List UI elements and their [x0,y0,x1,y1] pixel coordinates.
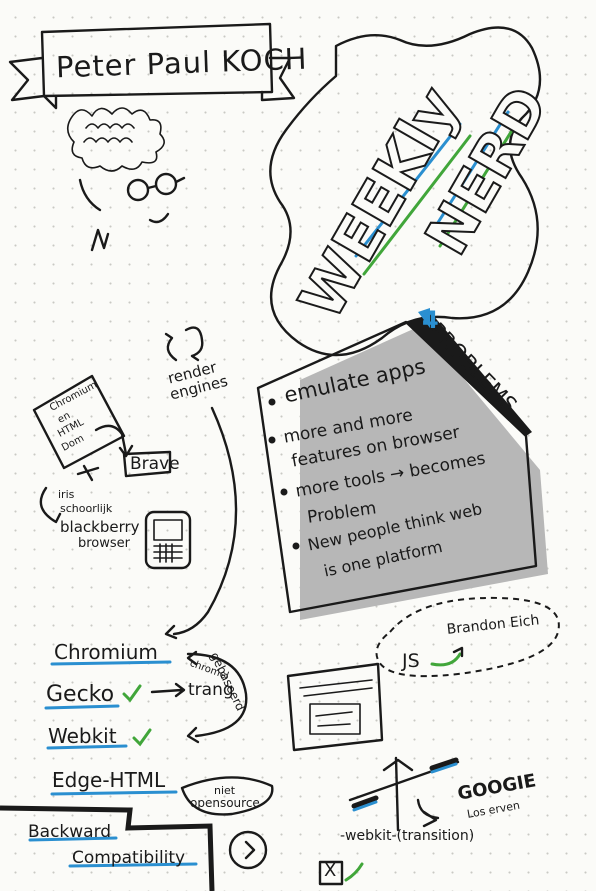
not-opensource-note: niet [214,784,236,797]
monitor-sketch [32,374,172,482]
iris-note: iris [58,488,75,501]
scale-sketch [348,756,460,832]
webkit-transition-label: -webkit-(transition) [340,828,475,844]
problems-card-graphic [256,308,548,620]
engine-name: Chromium [54,640,158,664]
weekly-nerd-blob [269,26,542,357]
engine-name: Gecko [46,682,115,707]
checkbox-sketch [318,860,364,886]
trang-label: trang [188,680,234,700]
backward-compatibility-frame [0,805,268,891]
blackberry-label: browser [78,536,131,551]
problems-count: 4 [422,306,439,334]
engine-name: Webkit [48,724,117,748]
render-engines-connector [164,326,238,640]
iris-note: schoorlijk [60,502,113,515]
name-banner [8,22,296,110]
js-thought-bubble [375,596,560,678]
js-label: JS [402,650,420,672]
checkbox-mark: X [324,860,337,881]
engine-name: Edge-HTML [52,768,166,792]
not-opensource-note: opensource [190,796,260,810]
brave-label: Brave [130,454,180,474]
blackberry-label: blackberry [60,518,140,536]
blackberry-sketch [39,486,192,570]
browser-window-sketch [286,662,384,752]
engine-underlines [44,650,274,816]
backward-compat-title: Compatibility [72,848,186,868]
backward-compat-title: Backward [28,822,112,842]
speaker-portrait-doodle [66,107,186,252]
